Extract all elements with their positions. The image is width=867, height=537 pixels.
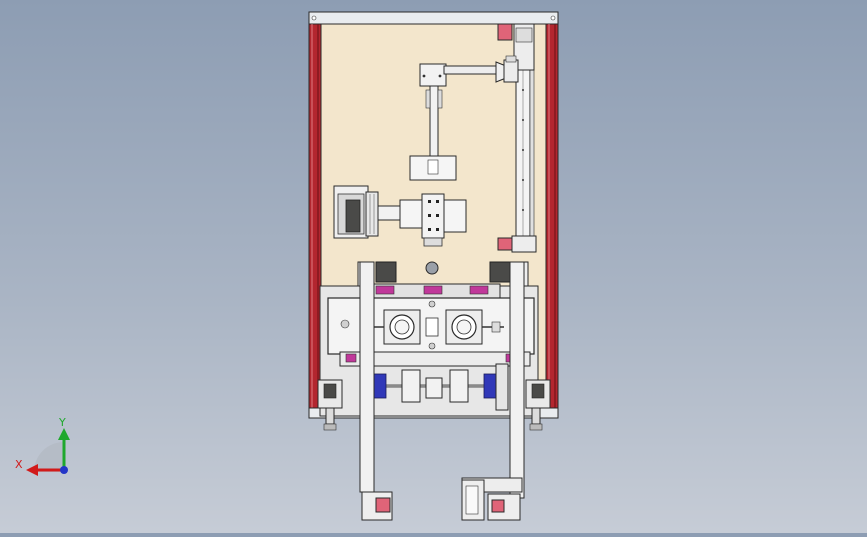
side-clamps	[317, 379, 551, 431]
left-leg	[359, 261, 393, 521]
left-gripper-chuck	[362, 309, 421, 345]
left-stepper-motor	[375, 261, 397, 283]
right-stepper-motor	[489, 261, 511, 283]
rotary-stage	[333, 185, 467, 247]
z-axis-dot	[60, 466, 68, 474]
axis-top-motor-block	[497, 23, 513, 41]
y-axis-label: Y	[58, 416, 66, 429]
right-gripper-chuck	[445, 309, 504, 345]
axis-bottom-motor-block	[497, 237, 513, 251]
right-leg-pink-block	[491, 499, 505, 513]
x-axis-label: X	[15, 458, 23, 471]
left-side-rail	[308, 23, 322, 415]
left-leg-pink-block	[375, 497, 391, 513]
vertical-linear-axis	[497, 23, 537, 253]
top-frame	[308, 11, 559, 25]
right-leg	[461, 261, 525, 521]
left-screw-motor	[373, 373, 387, 399]
pick-arm	[409, 55, 519, 181]
main-plate	[327, 297, 535, 355]
right-side-rail	[545, 23, 559, 415]
right-screw-motor	[483, 373, 497, 399]
coordinate-triad[interactable]: X Y	[15, 416, 70, 476]
stage-motor	[345, 199, 361, 233]
